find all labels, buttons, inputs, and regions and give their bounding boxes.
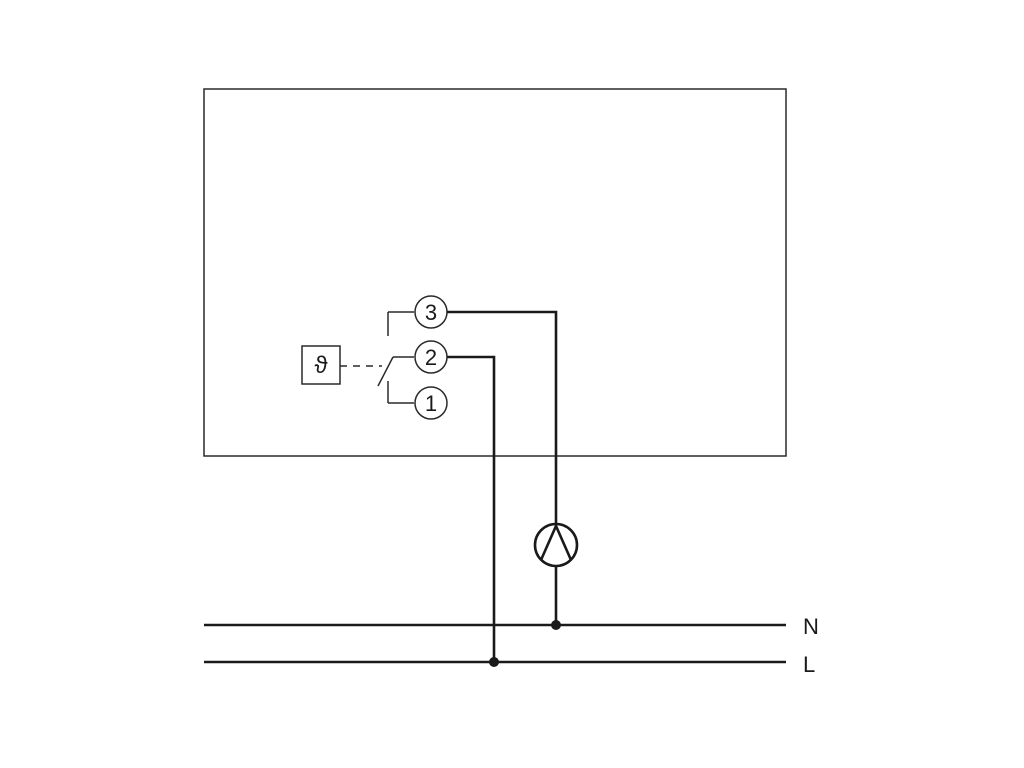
terminal-1-label: 1 <box>425 391 437 416</box>
terminal-2: 2 <box>414 340 448 374</box>
live-rail-label: L <box>803 652 815 677</box>
thermostat-box <box>301 345 341 385</box>
temperature-sensor-icon: ϑ <box>314 352 327 379</box>
neutral-rail-label: N <box>803 614 819 639</box>
wire-terminal-2-to-live <box>447 355 496 662</box>
terminal-1: 1 <box>414 386 448 420</box>
terminal-1-circle <box>414 386 448 420</box>
thermostat-sensor: ϑ <box>301 345 341 385</box>
switch-blade <box>377 356 394 387</box>
junction-dot-neutral <box>551 620 561 630</box>
terminal-3: 3 <box>414 295 448 329</box>
pump-triangle <box>539 522 573 561</box>
terminal-3-label: 3 <box>425 300 437 325</box>
terminal-2-label: 2 <box>425 345 437 370</box>
circulation-pump-icon <box>533 522 579 568</box>
junction-dot-live <box>489 657 499 667</box>
changeover-switch <box>377 311 414 404</box>
wire-terminal-3-to-pump <box>447 310 558 524</box>
